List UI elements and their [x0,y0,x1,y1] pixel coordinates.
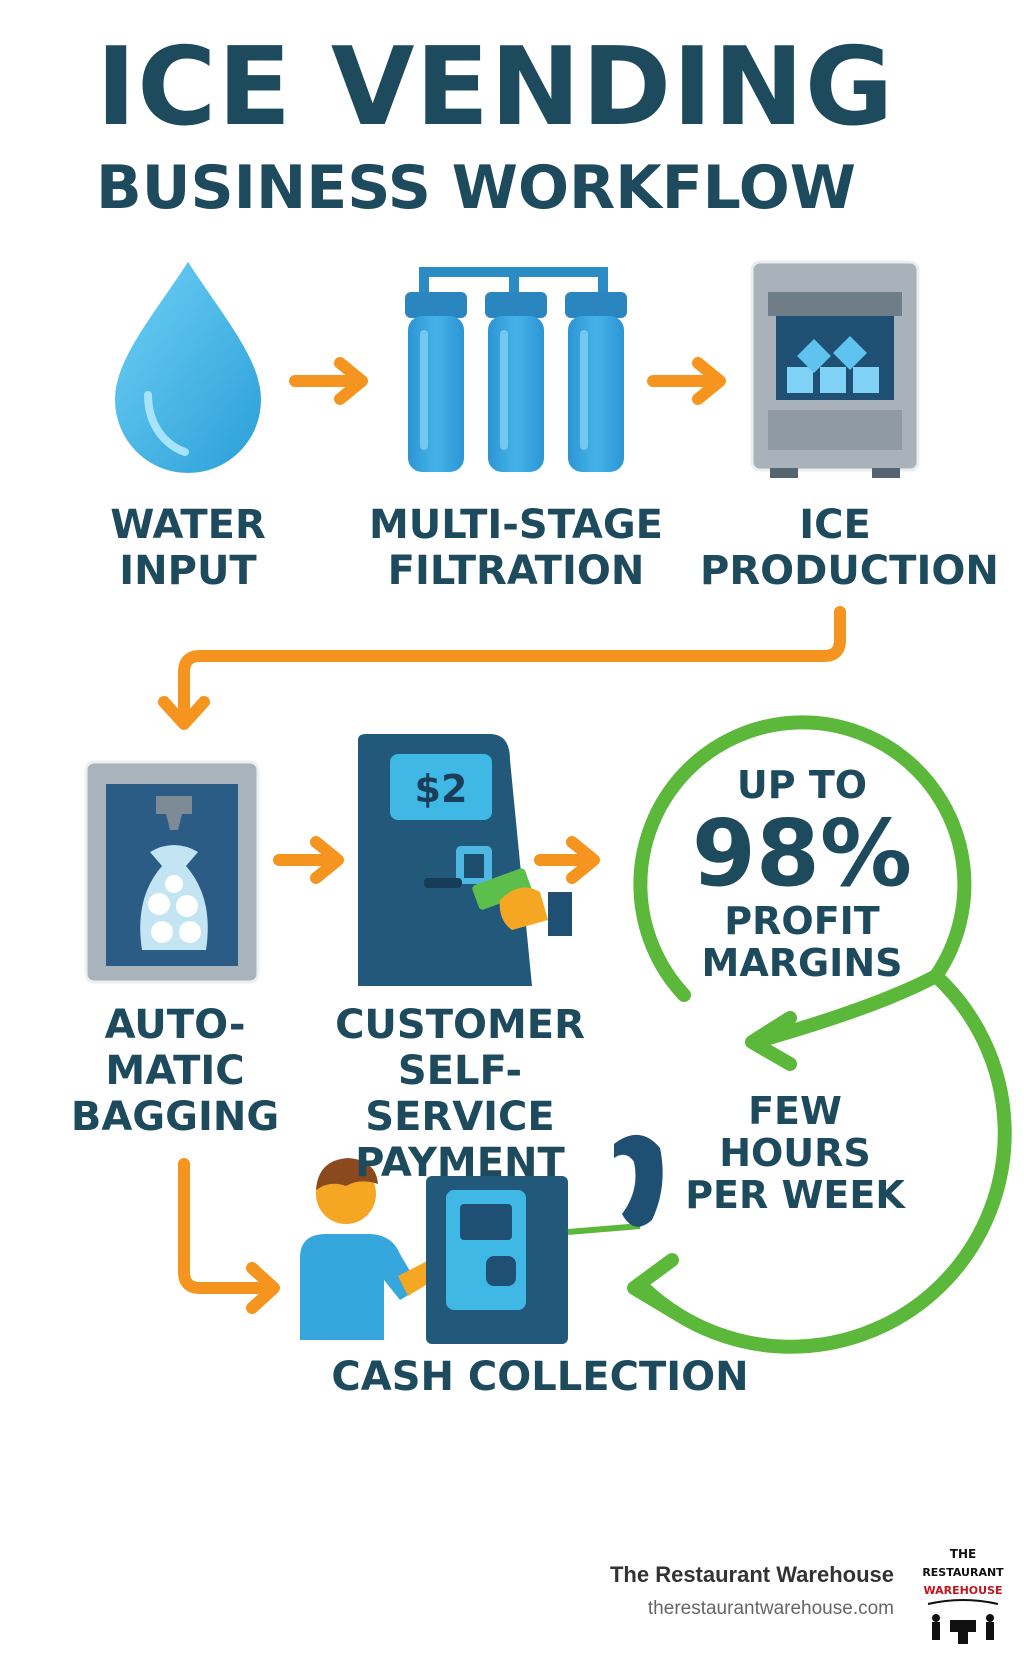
step-label-filtration: MULTI-STAGE FILTRATION [368,502,664,594]
cycle-icon [627,715,1012,1354]
water-drop-icon [115,262,261,473]
connector-arrow-icon [158,606,846,730]
step-label-cash-collection: CASH COLLECTION [331,1354,749,1400]
page-subtitle: BUSINESS WORKFLOW [96,153,856,223]
time-stat: FEW HOURS PER WEEK [685,1089,905,1217]
svg-text:THE: THE [950,1547,976,1561]
profit-prefix: UP TO [736,763,868,807]
ice-machine-icon [750,260,920,478]
profit-suffix: PROFIT MARGINS [701,899,903,985]
cash-collection-icon [300,1134,663,1344]
step-label-water-input: WATER INPUT [110,502,266,594]
connector-arrow-icon [178,1158,280,1314]
svg-text:RESTAURANT: RESTAURANT [922,1566,1004,1579]
step-label-payment: CUSTOMER SELF-SERVICE PAYMENT [335,1002,585,1186]
step-label-ice-production: ICE PRODUCTION [700,502,999,594]
kiosk-icon: $2 [358,734,572,986]
logo: THE RESTAURANT WAREHOUSE [922,1540,1004,1652]
step-label-bagging: AUTO- MATIC BAGGING [70,1002,280,1140]
profit-value: 98% [691,800,913,907]
arrow-right-icon [273,836,344,884]
filter-icon [405,267,627,472]
footer-brand: The Restaurant Warehouse [609,1562,894,1587]
arrow-right-icon [647,357,726,405]
svg-text:WAREHOUSE: WAREHOUSE [923,1584,1002,1597]
footer-url[interactable]: therestaurantwarehouse.com [647,1598,894,1619]
arrow-right-icon [534,836,600,884]
arrow-right-icon [289,357,368,405]
price-text: $2 [415,767,468,811]
page-title: ICE VENDING [96,25,895,150]
bagging-machine-icon [84,760,260,984]
